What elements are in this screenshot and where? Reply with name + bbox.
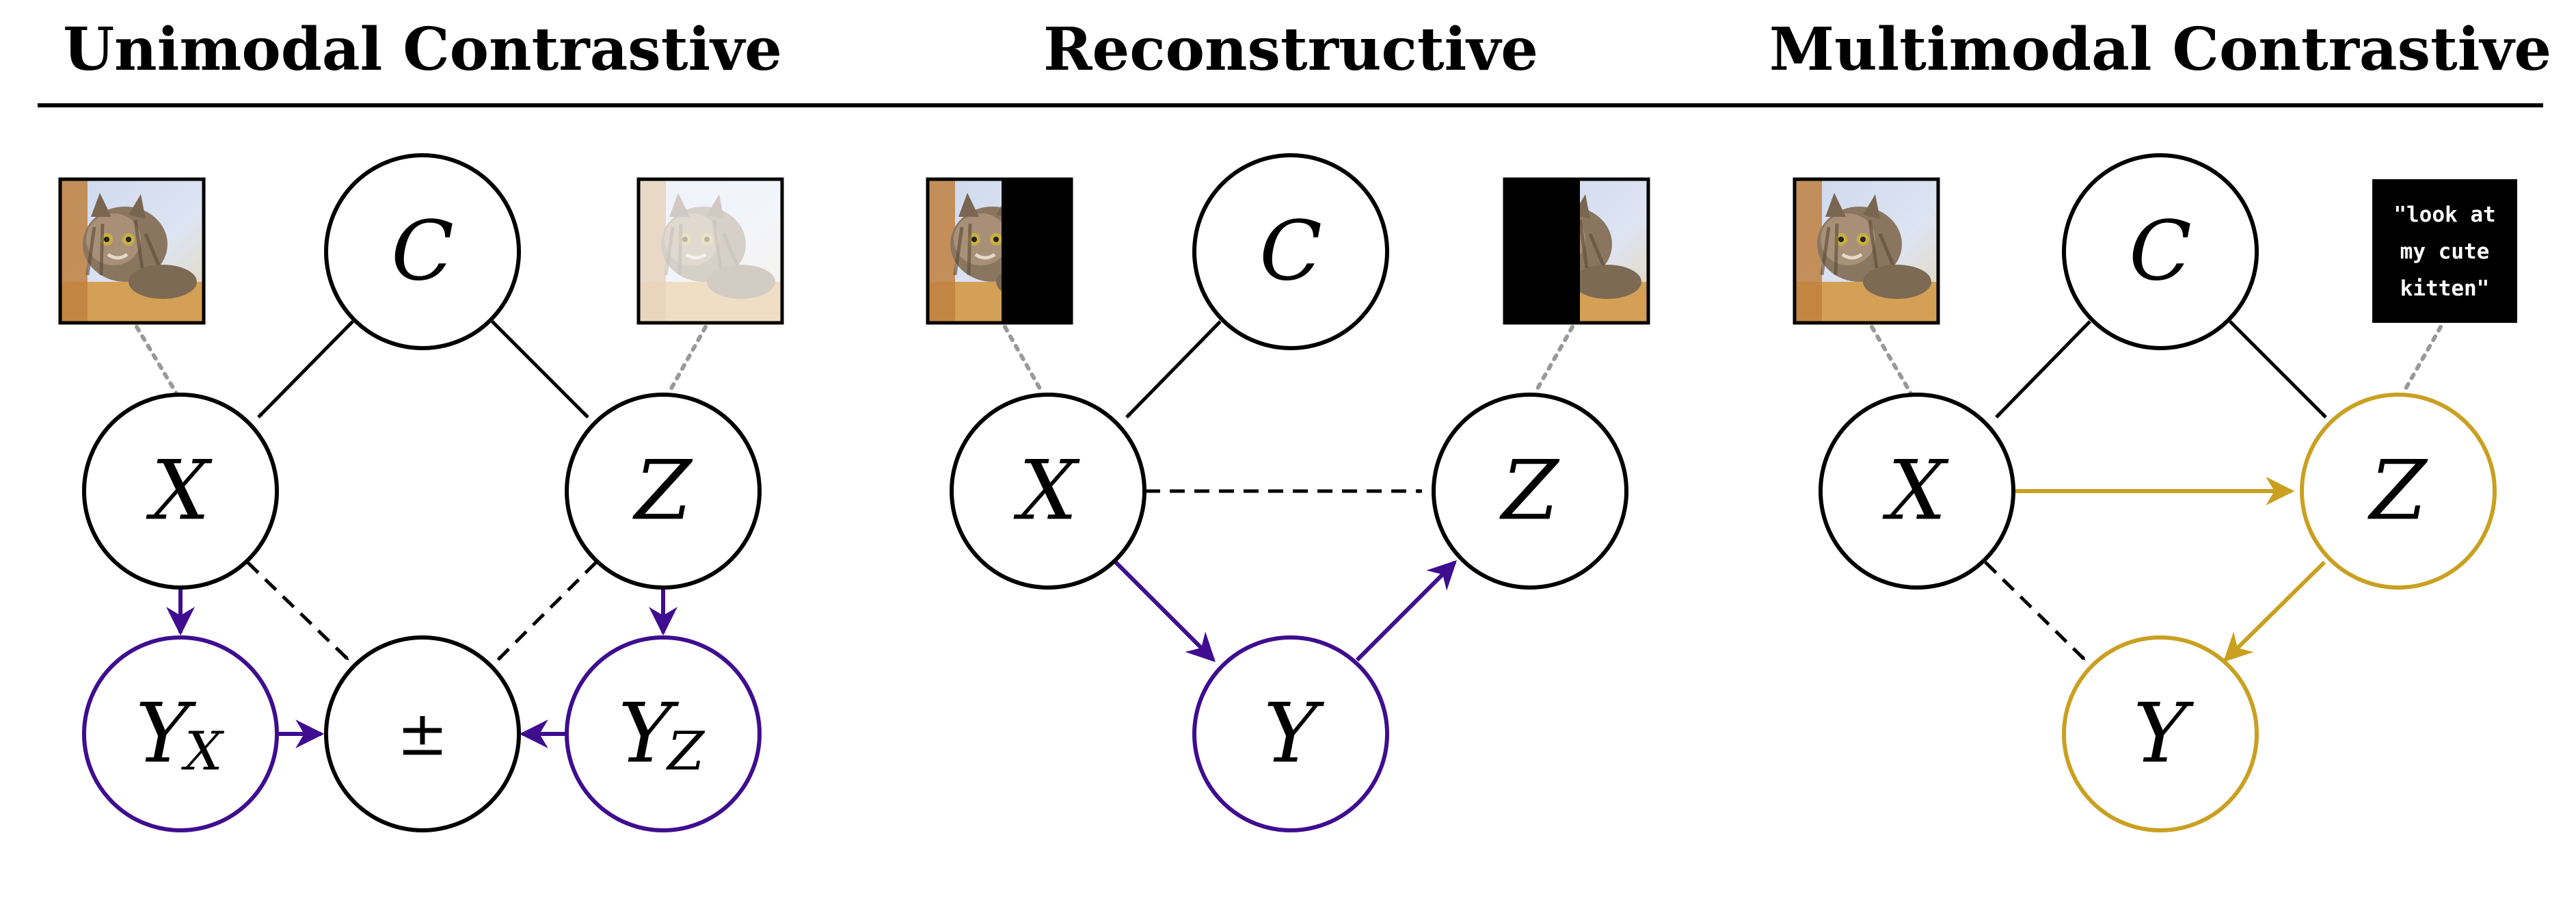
- svg-text:Y: Y: [1263, 687, 1324, 782]
- svg-text:C: C: [391, 205, 454, 300]
- masked-cat-photo-icon: [926, 177, 1073, 325]
- edge-x-y: [1114, 560, 1216, 662]
- edge-x-pm: [246, 561, 350, 661]
- dotted-link: [1870, 325, 1913, 395]
- edge-z-y: [2223, 560, 2326, 662]
- svg-text:"look at: "look at: [2393, 202, 2495, 227]
- masked-cat-photo-icon: [1503, 177, 1650, 325]
- edge-x-y: [1984, 561, 2087, 661]
- dotted-link: [1533, 325, 1574, 395]
- edge-c-z: [491, 320, 589, 419]
- svg-text:Y: Y: [2133, 687, 2194, 782]
- cat-photo-icon: [1793, 177, 1940, 325]
- svg-text:kitten": kitten": [2400, 276, 2490, 301]
- title-multimodal-contrastive: Multimodal Contrastive: [1769, 15, 2552, 84]
- svg-text:X: X: [180, 721, 225, 782]
- edge-c-z: [2229, 320, 2327, 419]
- node-y-z: Y Z: [565, 635, 762, 832]
- title-reconstructive: Reconstructive: [1043, 15, 1538, 84]
- node-z: Z: [1432, 393, 1628, 590]
- svg-text:my cute: my cute: [2400, 239, 2490, 264]
- node-c: C: [324, 153, 521, 350]
- svg-text:X: X: [1013, 444, 1080, 539]
- text-caption-icon: "look at my cute kitten": [2372, 179, 2517, 323]
- edge-c-x: [1995, 320, 2091, 419]
- title-unimodal-contrastive: Unimodal Contrastive: [63, 15, 782, 84]
- svg-text:Z: Z: [632, 444, 693, 539]
- dotted-link: [135, 325, 178, 395]
- cat-photo-icon: [58, 177, 206, 325]
- augmented-cat-photo-icon: [636, 177, 784, 325]
- header-divider: [38, 103, 2543, 107]
- svg-text:X: X: [1882, 444, 1949, 539]
- svg-text:X: X: [146, 444, 213, 539]
- node-x: X: [950, 393, 1146, 590]
- edge-y-z: [1355, 560, 1457, 662]
- node-x: X: [82, 393, 279, 590]
- node-z: Z: [2300, 393, 2497, 590]
- node-z: Z: [565, 393, 762, 590]
- dotted-link: [667, 325, 708, 395]
- svg-text:Z: Z: [2367, 444, 2428, 539]
- svg-text:Z: Z: [665, 721, 706, 782]
- node-y: Y: [2062, 635, 2259, 832]
- edge-z-pm: [496, 561, 598, 661]
- edge-c-x: [257, 320, 354, 419]
- dotted-link: [1003, 325, 1045, 395]
- panel-unimodal: C X Z Y X ± Y Z: [58, 153, 784, 832]
- edge-c-x: [1125, 320, 1222, 419]
- node-plus-minus: ±: [324, 635, 521, 832]
- node-y: Y: [1192, 635, 1389, 832]
- svg-text:Y: Y: [135, 687, 196, 782]
- node-x: X: [1819, 393, 2015, 590]
- svg-text:Y: Y: [618, 687, 679, 782]
- dotted-link: [2401, 325, 2443, 395]
- node-c: C: [1192, 153, 1389, 350]
- svg-text:Z: Z: [1499, 444, 1560, 539]
- svg-text:C: C: [2129, 205, 2192, 300]
- panel-reconstructive: C X Z Y: [926, 153, 1650, 832]
- node-c: C: [2062, 153, 2259, 350]
- svg-text:±: ±: [397, 698, 448, 770]
- panel-multimodal: "look at my cute kitten" C X Z Y: [1793, 153, 2517, 832]
- node-y-x: Y X: [82, 635, 279, 832]
- svg-text:C: C: [1259, 205, 1322, 300]
